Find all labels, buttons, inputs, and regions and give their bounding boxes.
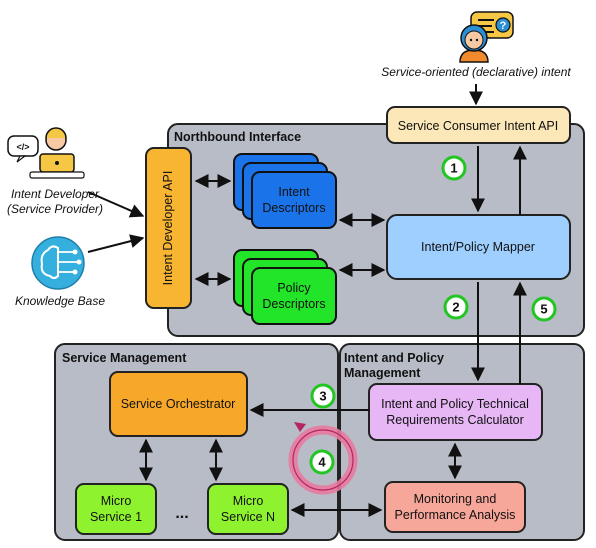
consumer-question-glyph: ? xyxy=(500,20,507,32)
step-4-number: 4 xyxy=(318,455,326,470)
step-1-number: 1 xyxy=(450,161,457,176)
service-orchestrator-box xyxy=(109,371,248,437)
control-loop-cycle-icon xyxy=(288,422,358,495)
requirements-calculator-label-line2: Requirements Calculator xyxy=(386,413,524,427)
step-4-marker xyxy=(309,449,335,475)
step-5-marker xyxy=(531,296,557,322)
service-consumer-icon: ? xyxy=(459,11,514,63)
monitoring-analysis-label-line2: Performance Analysis xyxy=(395,508,516,522)
micro-service-n-box xyxy=(207,483,289,535)
step-2-marker xyxy=(443,294,469,320)
intent-descriptors-label-line1: Intent xyxy=(278,185,310,199)
micro-service-1-label-line1: Micro xyxy=(101,494,132,508)
step-2-number: 2 xyxy=(452,300,459,315)
micro-service-ellipsis: ... xyxy=(175,505,188,522)
service-consumer-intent-api-box xyxy=(386,106,571,144)
consumer-intent-label: Service-oriented (declarative) intent xyxy=(381,65,571,79)
policy-descriptors-label-line2: Descriptors xyxy=(262,297,325,311)
policy-descriptors-label-line1: Policy xyxy=(277,281,311,295)
intent-descriptors-label-line2: Descriptors xyxy=(262,201,325,215)
intent-policy-management-title-line1: Intent and Policy xyxy=(344,351,444,365)
step-3-marker xyxy=(310,383,336,409)
intent-policy-mapper-box xyxy=(386,214,571,280)
micro-service-n-label-line1: Micro xyxy=(233,494,264,508)
requirements-calculator-box xyxy=(368,383,543,441)
micro-service-1-box xyxy=(75,483,157,535)
step-3-number: 3 xyxy=(319,389,326,404)
intent-developer-api-label: Intent Developer API xyxy=(161,171,175,286)
service-consumer-intent-api-label: Service Consumer Intent API xyxy=(398,119,559,133)
step-1-marker xyxy=(441,155,467,181)
step-markers: 1 2 3 4 5 xyxy=(309,155,557,475)
intent-developer-label-line2: (Service Provider) xyxy=(7,202,103,216)
requirements-calculator-label-line1: Intent and Policy Technical xyxy=(381,397,529,411)
northbound-panel-title: Northbound Interface xyxy=(174,130,301,144)
intent-descriptors-stack: Intent Descriptors xyxy=(233,153,337,229)
policy-descriptors-stack: Policy Descriptors xyxy=(233,249,337,325)
code-glyph: </> xyxy=(16,142,29,152)
service-management-panel-title: Service Management xyxy=(62,351,187,365)
intent-developer-api-box xyxy=(145,147,192,309)
monitoring-analysis-box xyxy=(384,481,526,533)
intent-policy-mapper-label: Intent/Policy Mapper xyxy=(421,240,535,254)
connector-arrows xyxy=(87,84,527,517)
micro-service-1-label-line2: Service 1 xyxy=(90,510,142,524)
service-orchestrator-label: Service Orchestrator xyxy=(121,397,236,411)
intent-policy-management-title-line2: Management xyxy=(344,366,421,380)
knowledge-base-label: Knowledge Base xyxy=(15,294,105,308)
brain-icon xyxy=(31,236,85,290)
intent-developer-label-line1: Intent Developer xyxy=(11,187,100,201)
monitoring-analysis-label-line1: Monitoring and xyxy=(414,492,497,506)
micro-service-n-label-line2: Service N xyxy=(221,510,275,524)
step-5-number: 5 xyxy=(540,302,547,317)
intent-developer-icon: </> xyxy=(7,127,85,179)
